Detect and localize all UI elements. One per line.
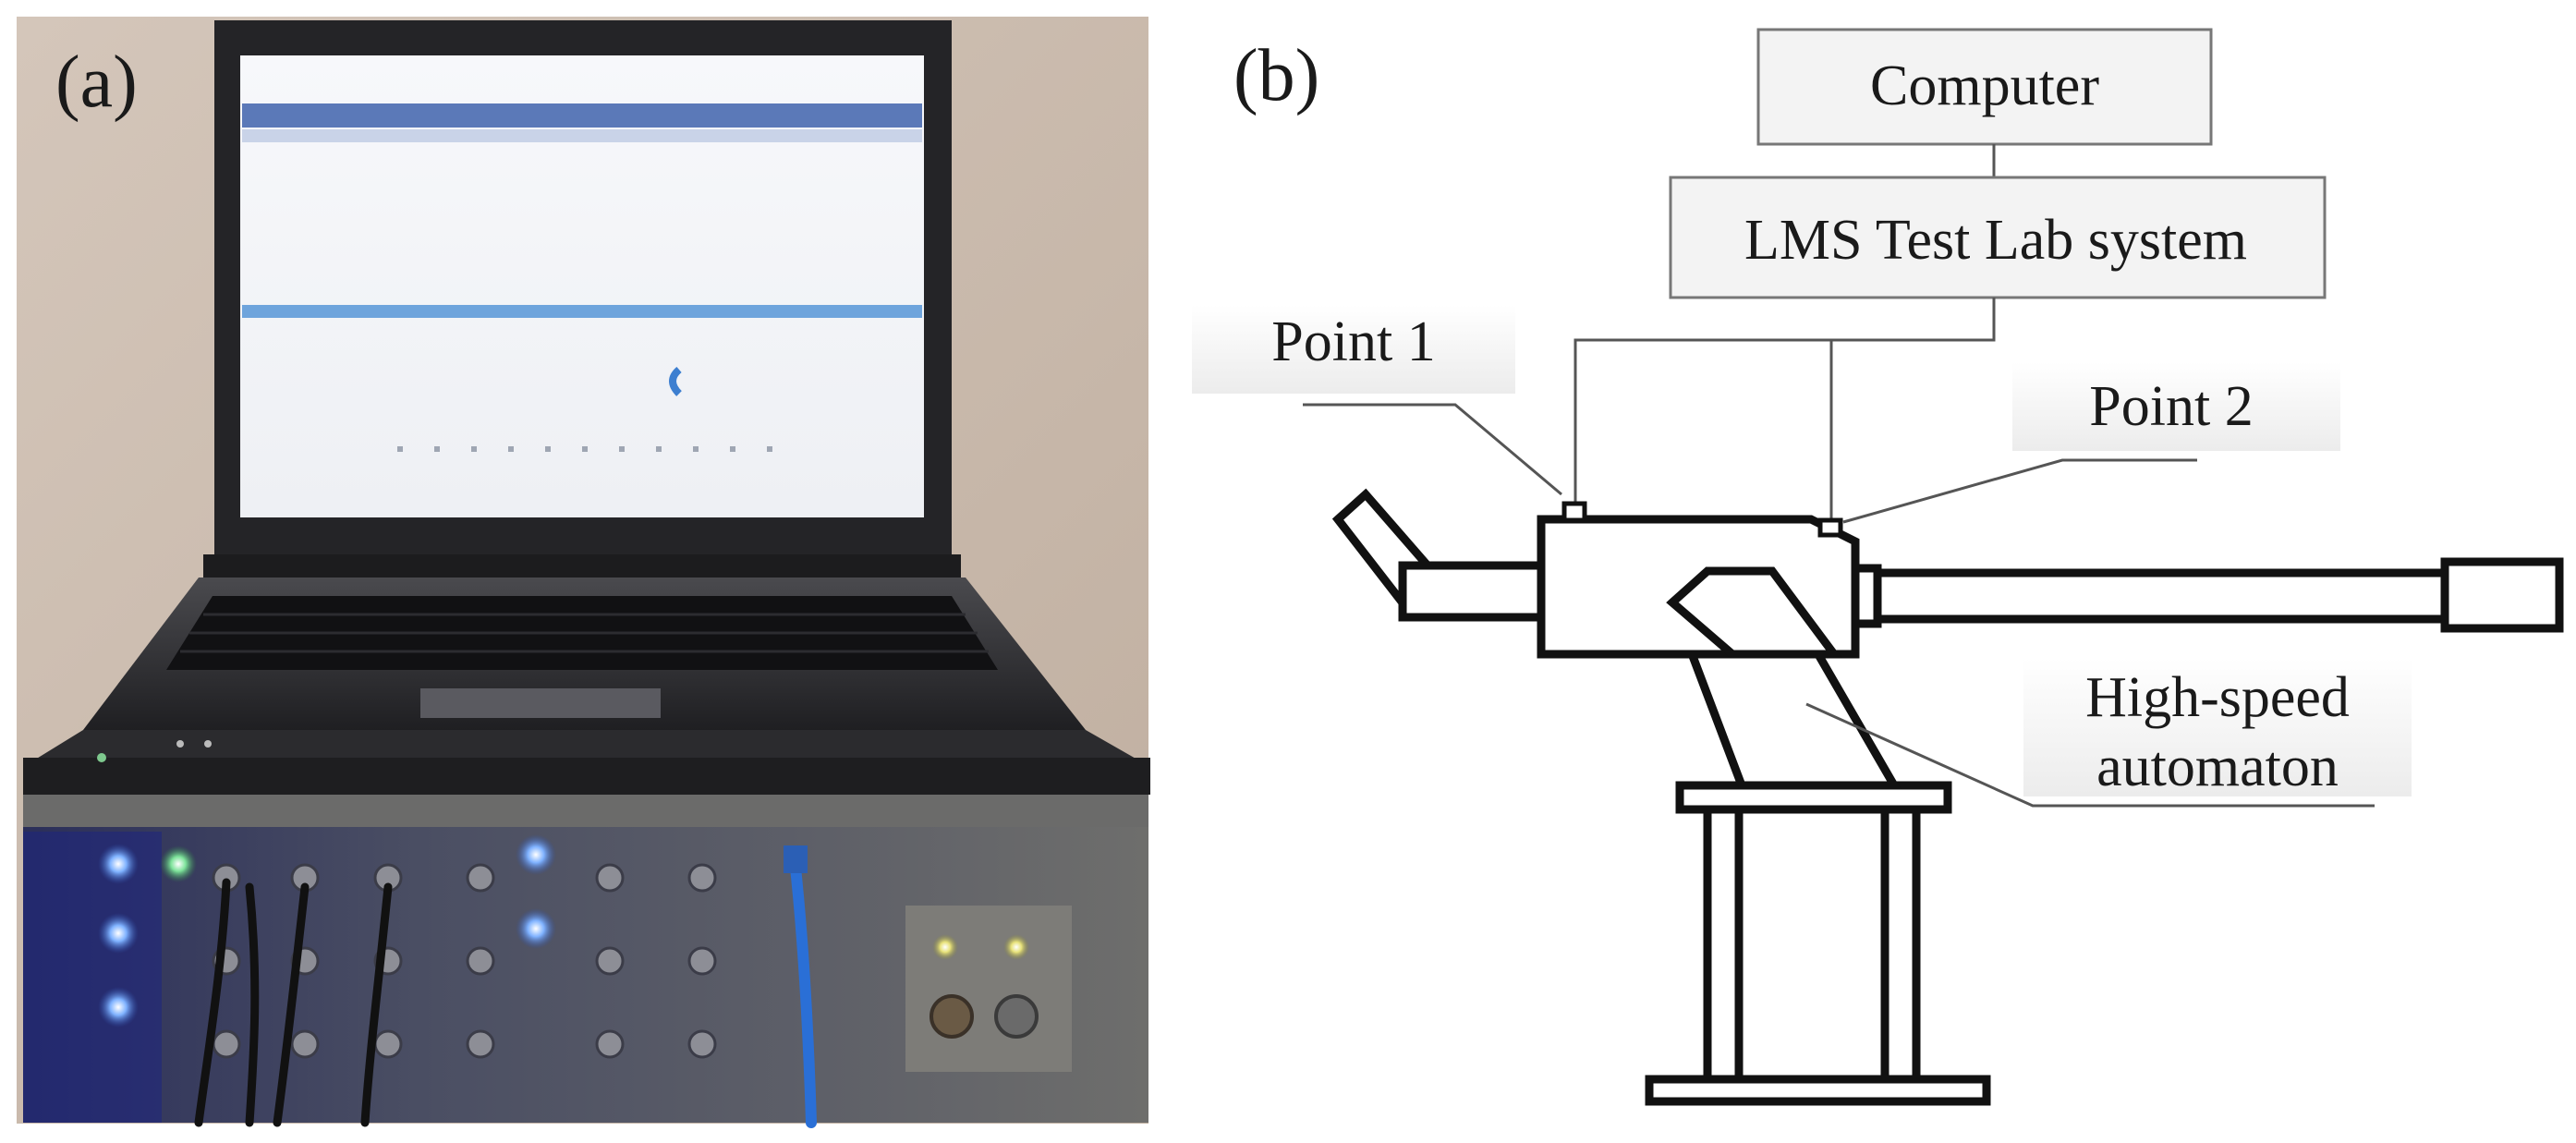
automaton-label-line1: High-speed bbox=[2085, 666, 2350, 729]
led-blue-5 bbox=[98, 987, 139, 1027]
led-blue-2 bbox=[516, 834, 556, 875]
analyzer-knob-1 bbox=[930, 994, 974, 1039]
screen-cursor-icon bbox=[669, 366, 682, 396]
analyzer-left-glow bbox=[23, 832, 162, 1123]
automaton-label-line2: automaton bbox=[2096, 736, 2339, 798]
wire-to-point1 bbox=[1574, 298, 1996, 506]
analyzer-top bbox=[23, 795, 1148, 832]
computer-box: Computer bbox=[1756, 28, 2213, 146]
point2-label: Point 2 bbox=[2089, 375, 2253, 438]
analyzer-connectors bbox=[212, 863, 717, 1059]
keyboard-keys bbox=[180, 613, 989, 653]
point1-label: Point 1 bbox=[1271, 310, 1435, 373]
panel-a-photo: (a) bbox=[17, 17, 1150, 1128]
analyzer-knob-2 bbox=[994, 994, 1039, 1039]
screen-divider-bar bbox=[242, 305, 922, 318]
laptop bbox=[23, 20, 1150, 795]
sensor-point2 bbox=[1817, 517, 1843, 538]
panel-a-label: (a) bbox=[55, 42, 138, 123]
stand-leg-right bbox=[1880, 804, 1921, 1084]
stand-leg-left bbox=[1703, 804, 1744, 1084]
laptop-bottom bbox=[23, 758, 1150, 795]
computer-box-label: Computer bbox=[1870, 55, 2099, 117]
screen-title-bar bbox=[242, 103, 922, 128]
led-yellow-1 bbox=[932, 934, 958, 960]
led-green-1 bbox=[160, 845, 197, 882]
automaton-callout: High-speed automaton bbox=[1805, 658, 2412, 808]
laptop-touchpad bbox=[420, 688, 661, 718]
barrel bbox=[1851, 568, 2451, 624]
analyzer-right-module bbox=[905, 906, 1072, 1072]
strut-upper bbox=[1666, 566, 1842, 659]
point2-callout: Point 2 bbox=[1842, 362, 2340, 524]
led-yellow-2 bbox=[1003, 934, 1029, 960]
analyzer-unit bbox=[23, 795, 1148, 1128]
sensor-point1 bbox=[1561, 501, 1587, 523]
network-plug bbox=[784, 845, 808, 873]
screen-dotted-row bbox=[397, 446, 772, 452]
led-blue-4 bbox=[516, 908, 556, 949]
rear-handle-bar bbox=[1398, 561, 1550, 622]
led-blue-3 bbox=[98, 913, 139, 954]
lms-box: LMS Test Lab system bbox=[1669, 176, 2327, 299]
lms-box-label: LMS Test Lab system bbox=[1744, 209, 2247, 272]
led-blue-1 bbox=[98, 844, 139, 884]
analyzer-cables bbox=[194, 854, 817, 1128]
barrel-step bbox=[1851, 564, 1882, 628]
panel-b-label: (b) bbox=[1233, 35, 1319, 116]
automaton-drawing bbox=[1331, 488, 2564, 1106]
panel-b-diagram: (b) Computer LMS Test Lab system Point 1… bbox=[1192, 28, 2564, 1106]
screen-menu-bar bbox=[242, 129, 922, 142]
muzzle bbox=[2440, 557, 2564, 633]
point1-callout: Point 1 bbox=[1192, 305, 1562, 496]
stand-bottom-plate bbox=[1645, 1075, 1991, 1106]
